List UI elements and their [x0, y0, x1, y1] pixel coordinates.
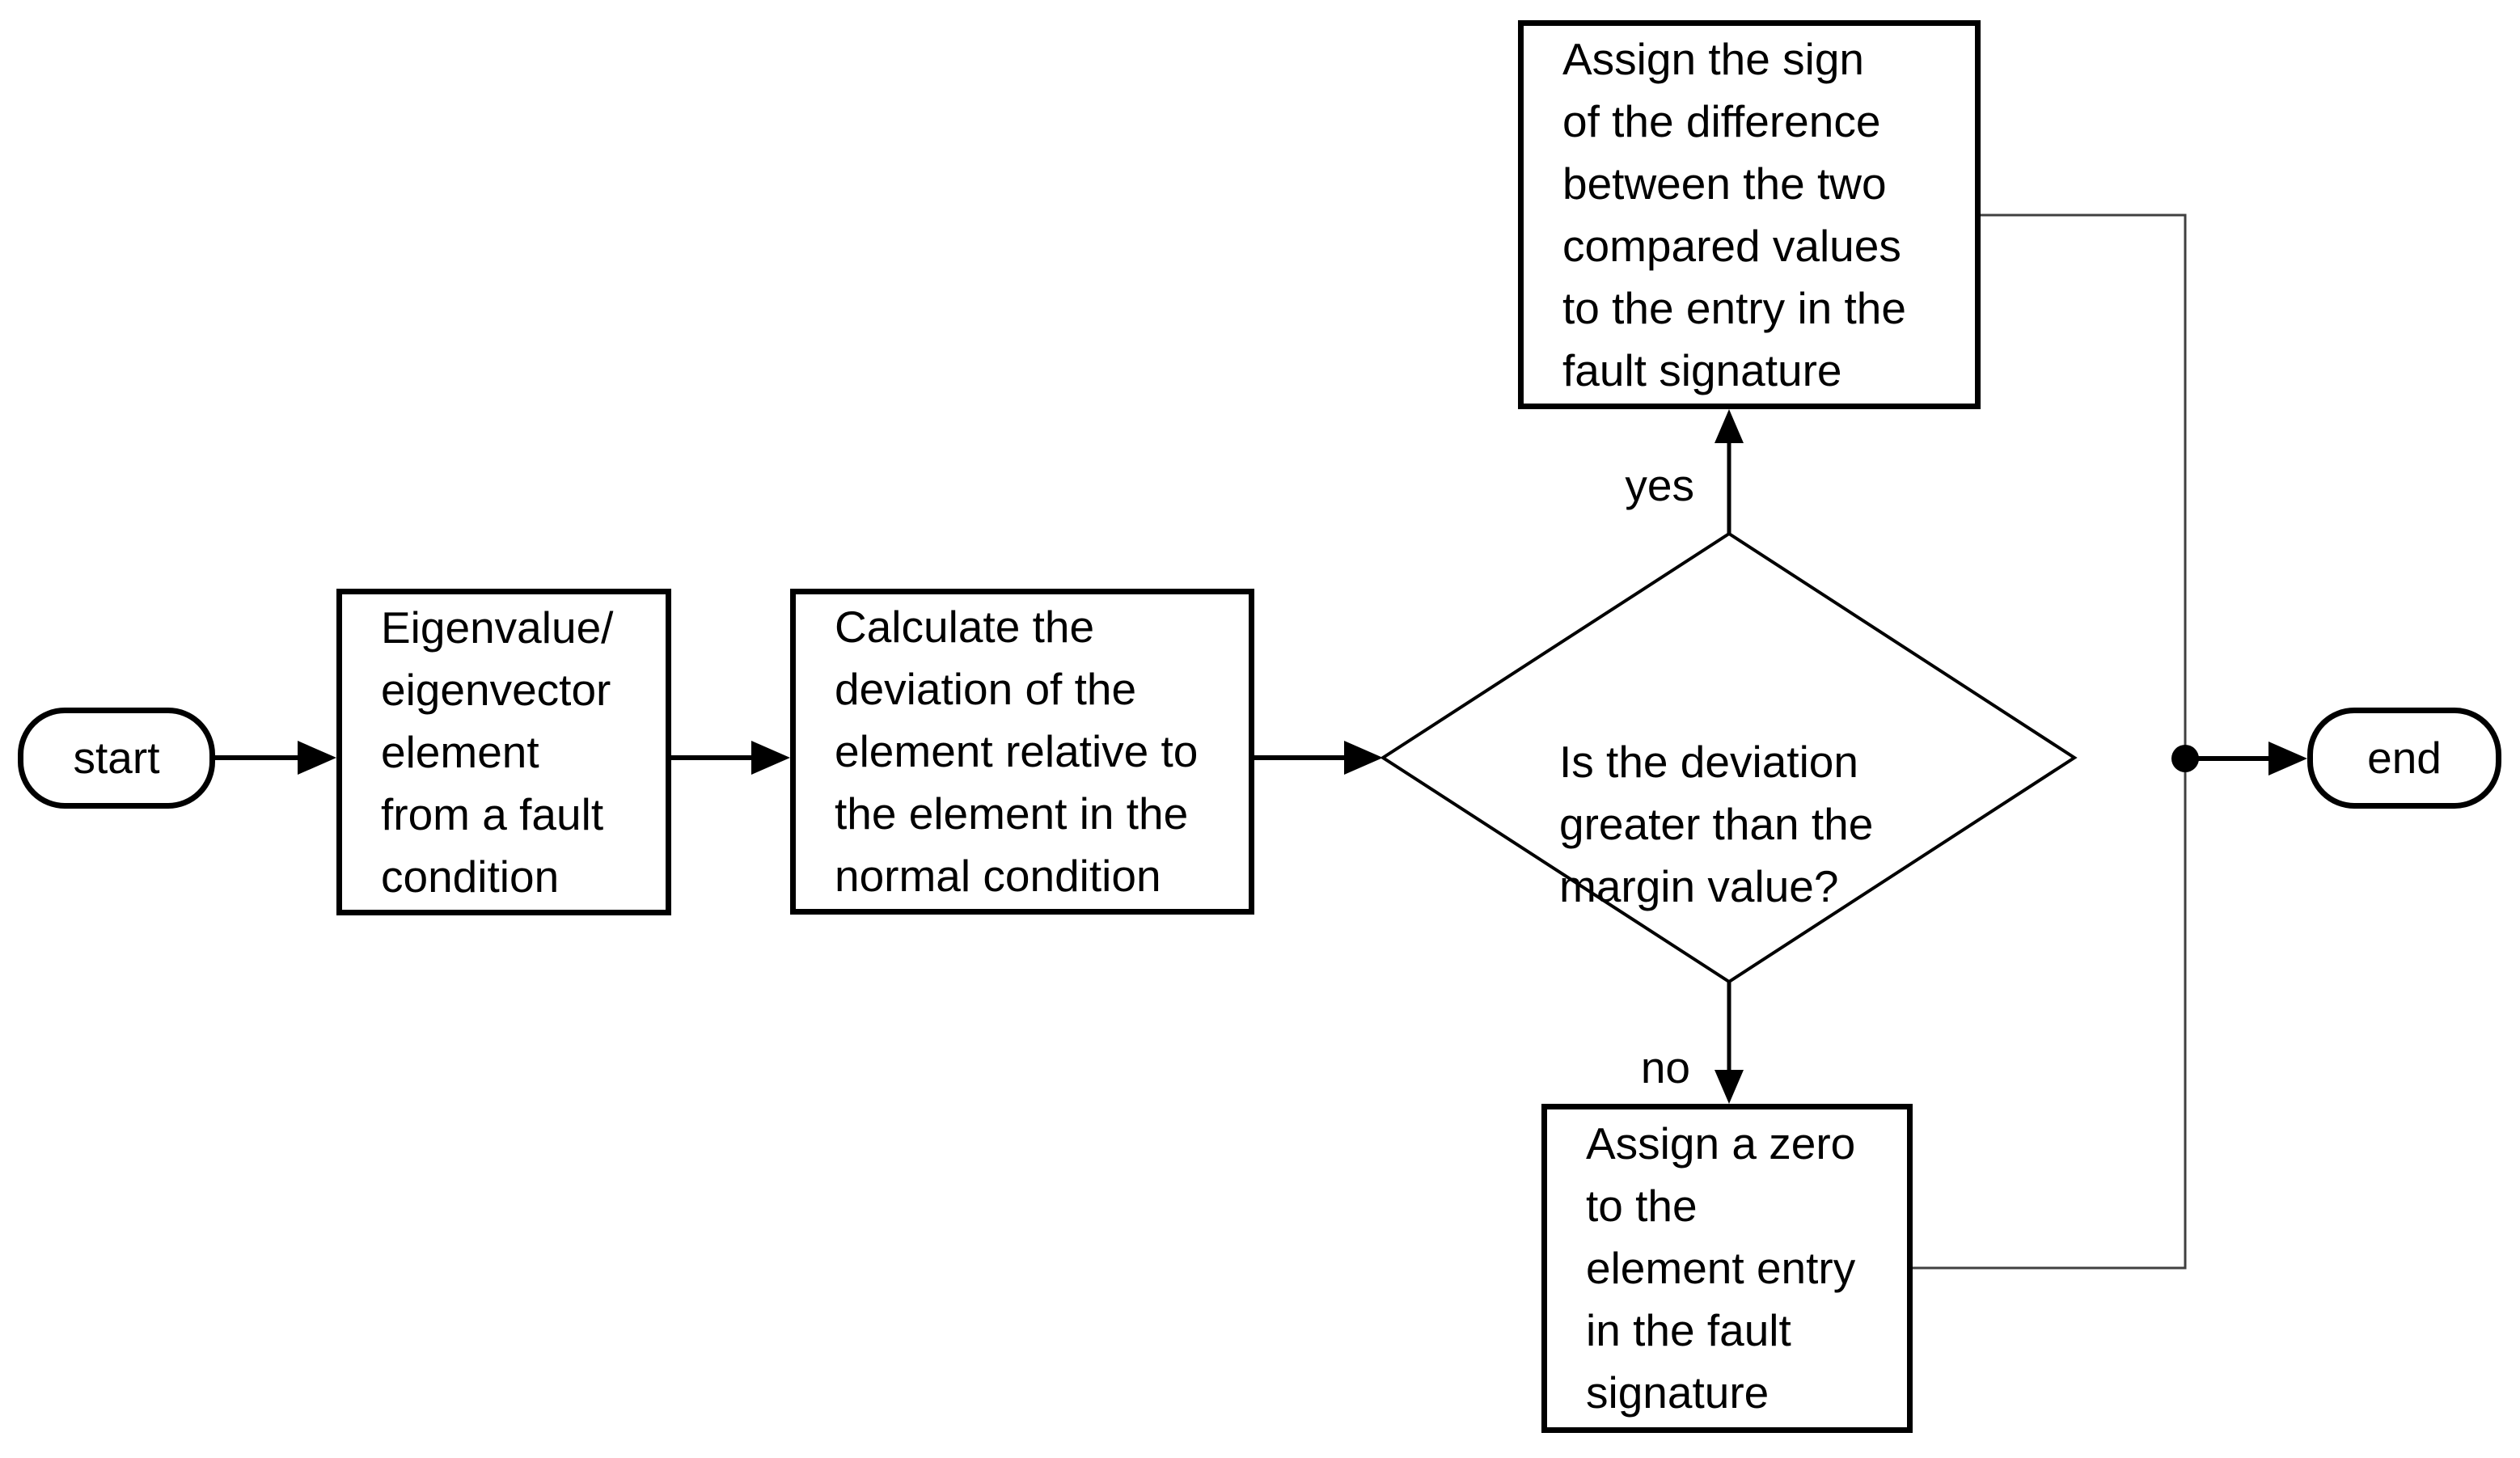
assign-zero-box: Assign a zero to the element entry in th…	[1541, 1104, 1913, 1433]
arrowhead-icon	[751, 741, 790, 775]
arrowhead-icon	[1715, 1070, 1744, 1104]
arrowhead-icon	[1344, 741, 1383, 775]
arrow-no	[1715, 982, 1744, 1104]
arrowhead-icon	[298, 741, 336, 775]
eigen-element-box: Eigenvalue/ eigenvector element from a f…	[336, 589, 671, 915]
calculate-deviation-box: Calculate the deviation of the element r…	[790, 589, 1254, 915]
decision-diamond-shape	[1380, 531, 2078, 984]
assign-zero-box-label: Assign a zero to the element entry in th…	[1586, 1118, 1856, 1418]
start-node: start	[18, 708, 215, 809]
no-label: no	[1640, 1042, 1690, 1092]
connector-zero-to-junction	[1913, 759, 2187, 1270]
arrow-junction-to-end	[2185, 742, 2307, 775]
assign-sign-box-label: Assign the sign of the difference betwee…	[1562, 33, 1906, 395]
arrow-calculate-to-decision	[1254, 741, 1383, 775]
arrow-start-to-eigen	[215, 741, 336, 775]
deviation-decision-diamond: Is the deviation greater than the margin…	[1559, 669, 1923, 918]
connector-sign-to-junction	[1981, 213, 2187, 759]
arrow-yes	[1715, 409, 1744, 534]
eigen-element-box-label: Eigenvalue/ eigenvector element from a f…	[381, 602, 614, 902]
end-node-label: end	[2367, 733, 2442, 783]
assign-sign-box: Assign the sign of the difference betwee…	[1518, 20, 1981, 409]
start-node-label: start	[73, 733, 160, 783]
calculate-deviation-box-label: Calculate the deviation of the element r…	[835, 602, 1199, 901]
end-node: end	[2307, 708, 2501, 809]
arrowhead-icon	[1715, 409, 1744, 443]
deviation-decision-label: Is the deviation greater than the margin…	[1559, 737, 1874, 911]
arrow-eigen-to-calculate	[671, 741, 790, 775]
arrowhead-icon	[2268, 742, 2307, 775]
yes-label: yes	[1625, 460, 1694, 510]
